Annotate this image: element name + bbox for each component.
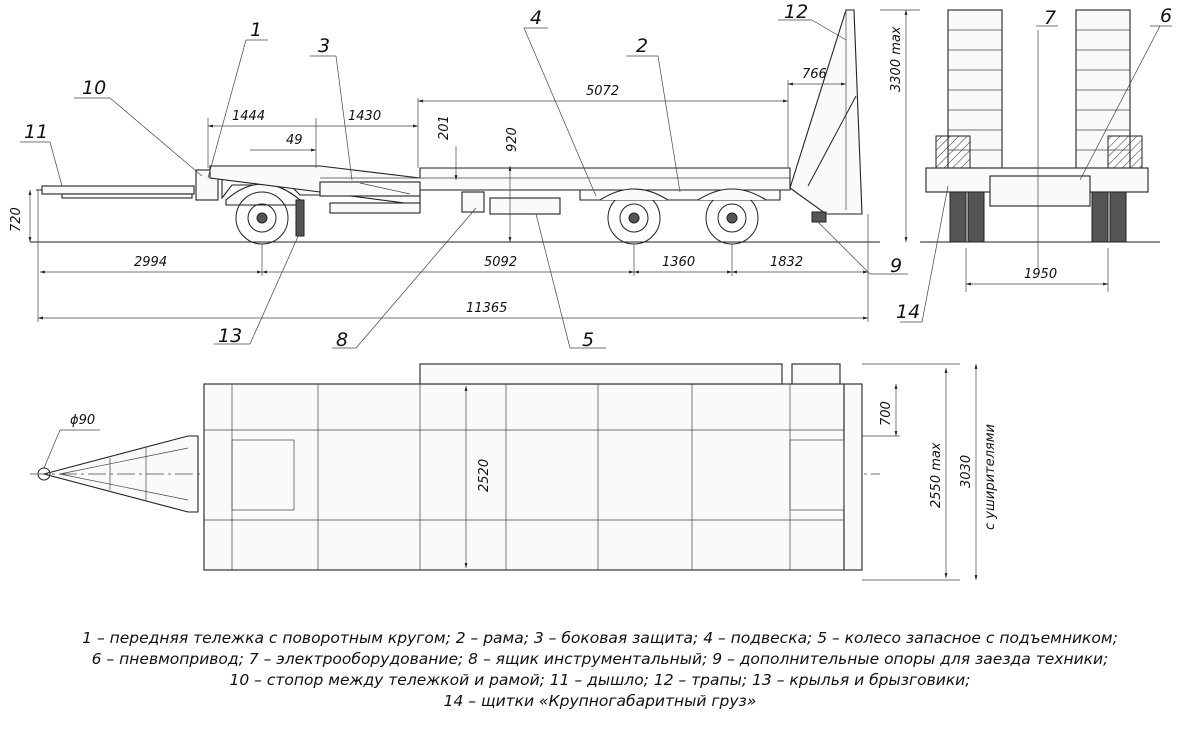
callout-6: 6 [1160,5,1172,27]
dim-3300-max: 3300 max [889,26,904,92]
callout-2: 2 [636,35,648,57]
dim-5092: 5092 [484,255,517,270]
dim-700: 700 [879,401,894,426]
dim-720: 720 [9,207,24,232]
callout-8: 8 [336,329,348,351]
drawbar [36,185,195,199]
callout-12: 12 [784,1,808,23]
callout-3: 3 [318,35,330,57]
top-view: ϕ90 2520 700 2550 max 3030 с уширителями [30,363,998,581]
dim-2994: 2994 [134,255,167,270]
dim-with-wideners: с уширителями [983,424,998,530]
callout-1: 1 [250,19,262,41]
dim-phi90: ϕ90 [70,413,95,428]
dim-1444: 1444 [232,109,265,124]
rear-view: 1950 7 6 14 [896,5,1172,323]
dim-1360: 1360 [662,255,695,270]
dim-1950: 1950 [1024,267,1057,282]
dim-11365: 11365 [466,301,507,316]
legend-line-4: 14 – щитки «Крупногабаритный груз» [443,692,757,710]
side-view: 1444 49 1430 201 920 5072 766 3300 max 7… [9,1,920,351]
callout-5: 5 [582,329,594,351]
dim-1832: 1832 [770,255,803,270]
callout-11: 11 [24,121,48,143]
dim-5072: 5072 [586,84,619,99]
legend-line-1: 1 – передняя тележка с поворотным кругом… [82,629,1118,647]
callout-7: 7 [1044,7,1056,29]
callout-9: 9 [890,255,902,277]
dim-766: 766 [802,67,827,82]
legend-line-2: 6 – пневмопривод; 7 – электрооборудовани… [91,650,1109,668]
dim-2520: 2520 [477,459,492,492]
side-dimensions [28,9,920,322]
ramps [789,9,863,223]
callout-10: 10 [82,77,106,99]
legend-line-3: 10 – стопор между тележкой и рамой; 11 –… [229,671,971,689]
dim-1430: 1430 [348,109,381,124]
callout-leaders [20,19,908,349]
callout-13: 13 [218,325,242,347]
legend: 1 – передняя тележка с поворотным кругом… [0,628,1200,712]
callout-14: 14 [896,301,920,323]
dim-3030: 3030 [959,455,974,488]
dim-201: 201 [437,115,452,140]
dim-920: 920 [505,127,520,152]
wheels [235,188,767,245]
callout-4: 4 [530,7,542,29]
dim-49: 49 [286,133,303,148]
dim-2550-max: 2550 max [929,442,944,508]
